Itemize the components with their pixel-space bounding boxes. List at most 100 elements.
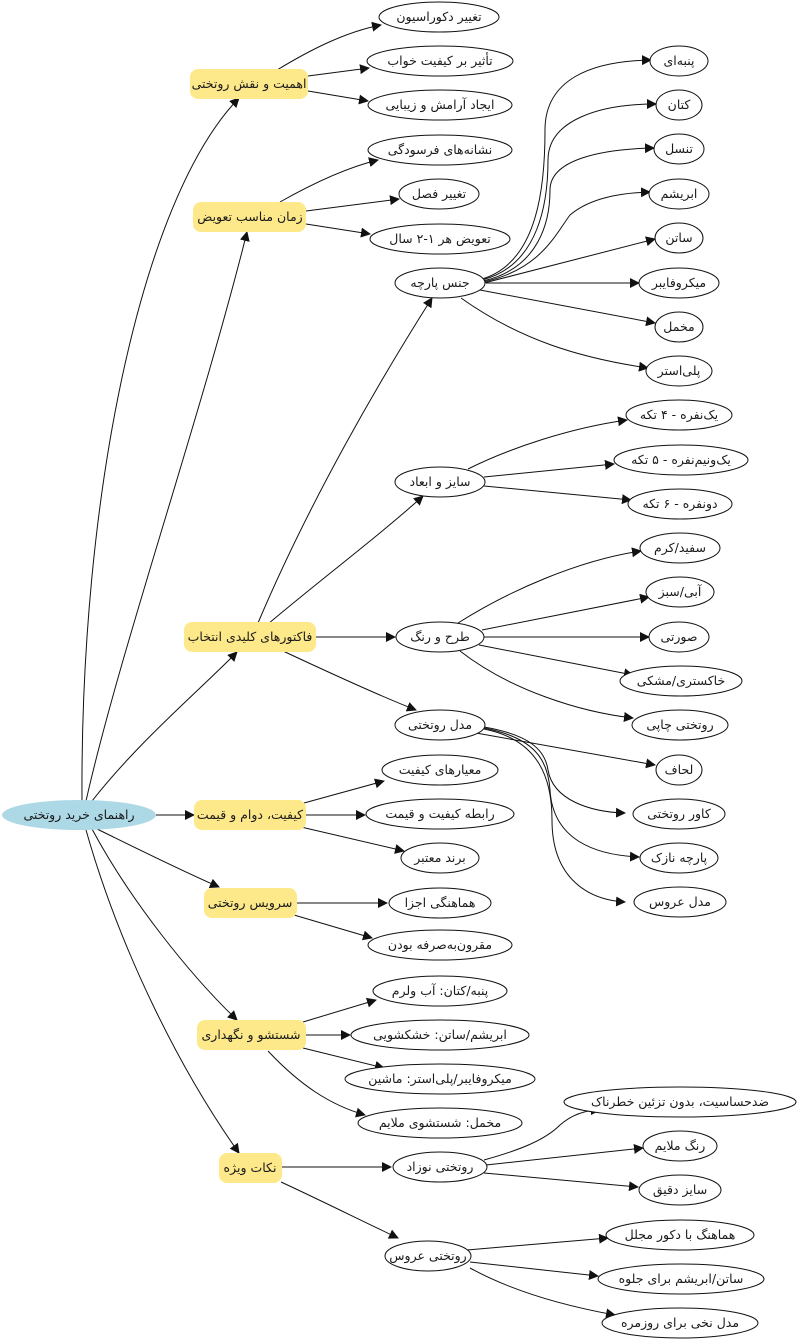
svg-text:سفید/کرم: سفید/کرم	[654, 540, 706, 556]
edge-fabric-poly	[460, 297, 649, 372]
edge-newborn-softcolor	[485, 1143, 644, 1166]
edge-importance-sleep	[307, 64, 370, 77]
svg-text:ضدحساسیت، بدون تزئین خطرناک: ضدحساسیت، بدون تزئین خطرناک	[591, 1094, 769, 1110]
node-pattern-color: طرح و رنگ	[395, 621, 485, 653]
node-printed: روتختی چاپی	[631, 709, 729, 741]
svg-text:میکروفایبر: میکروفایبر	[651, 275, 706, 291]
edge-fabric-tencel	[482, 143, 655, 282]
edge-newborn-exactsize	[483, 1172, 639, 1192]
edge-washing-velvet	[267, 1050, 366, 1118]
svg-text:روتختی چاپی: روتختی چاپی	[646, 717, 713, 733]
node-size: سایز و ابعاد	[394, 466, 486, 498]
edge-bridal-cotton	[469, 1267, 616, 1319]
node-cotton-daily: مدل نخی برای روزمره	[601, 1307, 759, 1339]
edge-pattern-white	[457, 547, 642, 624]
edge-pattern-printed	[459, 650, 634, 722]
svg-text:دونفره - ۶ تکه: دونفره - ۶ تکه	[642, 496, 717, 512]
node-wash-cotton: پنبه/کتان: آب ولرم	[372, 975, 508, 1007]
edge-fabric-linen	[481, 99, 657, 281]
node-wash-velvet: مخمل: شستشوی ملایم	[357, 1107, 523, 1139]
edge-size-double	[483, 485, 632, 505]
edge-quality-criteria	[303, 778, 385, 804]
node-silk: ابریشم	[648, 178, 710, 210]
node-calm-beauty: ایجاد آرامش و زیبایی	[367, 89, 513, 121]
svg-text:معیارهای کیفیت: معیارهای کیفیت	[399, 762, 482, 778]
svg-text:رنگ ملایم: رنگ ملایم	[655, 1138, 706, 1154]
svg-text:ابریشم: ابریشم	[661, 186, 698, 202]
svg-text:تنسل: تنسل	[665, 141, 693, 156]
edge-tips-bridal	[280, 1181, 399, 1239]
category-washing: شستشو و نگهداری	[197, 1020, 306, 1050]
edge-washing-cotton	[302, 997, 377, 1023]
edge-factors-fabric	[257, 297, 433, 624]
edge-fabric-cotton	[481, 55, 652, 280]
edge-replace-season	[305, 195, 400, 212]
node-antiallergy: ضدحساسیت، بدون تزئین خطرناک	[563, 1086, 797, 1118]
edge-model-cover	[483, 726, 626, 818]
node-quilt: لحاف	[655, 754, 703, 786]
node-decor-change: تغییر دکوراسیون	[378, 1, 500, 33]
node-newborn: روتختی نوزاد	[392, 1151, 488, 1183]
svg-text:کاور روتختی: کاور روتختی	[647, 806, 711, 822]
edge-importance-calm	[307, 90, 369, 105]
edge-importance-decor	[276, 21, 382, 71]
svg-text:هماهنگ با دکور مجلل: هماهنگ با دکور مجلل	[625, 1227, 736, 1243]
svg-text:تغییر دکوراسیون: تغییر دکوراسیون	[396, 9, 482, 25]
node-season-change: تغییر فصل	[398, 178, 480, 210]
svg-text:ابریشم/ساتن: خشکشویی: ابریشم/ساتن: خشکشویی	[373, 1027, 507, 1043]
svg-text:ساتن/ابریشم برای جلوه: ساتن/ابریشم برای جلوه	[619, 1271, 744, 1287]
edge-replace-wear	[279, 157, 379, 203]
svg-text:نشانه‌های فرسودگی: نشانه‌های فرسودگی	[388, 142, 493, 158]
node-exact-size: سایز دقیق	[638, 1174, 722, 1206]
svg-text:مدل نخی برای روزمره: مدل نخی برای روزمره	[621, 1315, 739, 1331]
node-soft-color: رنگ ملایم	[642, 1130, 718, 1162]
svg-text:تغییر فصل: تغییر فصل	[412, 186, 467, 202]
node-replace-years: تعویض هر ۱-۲ سال	[369, 223, 511, 255]
svg-text:روتختی عروس: روتختی عروس	[389, 1248, 466, 1264]
node-tencel: تنسل	[653, 133, 705, 165]
svg-text:تأثیر بر کیفیت خواب: تأثیر بر کیفیت خواب	[387, 52, 493, 69]
node-sleep-quality: تأثیر بر کیفیت خواب	[366, 45, 514, 77]
svg-text:مدل عروس: مدل عروس	[649, 894, 711, 910]
edge-factors-model	[282, 650, 417, 712]
svg-text:برند معتبر: برند معتبر	[413, 850, 466, 866]
svg-text:کتان: کتان	[668, 97, 691, 112]
edge-model-quilt	[475, 732, 656, 769]
edge-bridal-decor	[466, 1233, 609, 1251]
svg-text:طرح و رنگ: طرح و رنگ	[410, 629, 470, 645]
node-linen: کتان	[655, 89, 703, 121]
category-label: زمان مناسب تعویض	[197, 209, 302, 225]
leaf-nodes: تغییر دکوراسیون تأثیر بر کیفیت خواب ایجا…	[344, 1, 797, 1339]
node-fabric: جنس پارچه	[394, 267, 486, 299]
root-label: راهنمای خرید روتختی	[23, 807, 134, 823]
node-bridal-model: مدل عروس	[633, 886, 727, 918]
category-key-factors: فاکتورهای کلیدی انتخاب	[184, 622, 316, 652]
node-white-cream: سفید/کرم	[639, 532, 721, 564]
root-node: راهنمای خرید روتختی	[2, 800, 156, 830]
svg-text:سایز دقیق: سایز دقیق	[653, 1182, 707, 1198]
svg-text:مقرون‌به‌صرفه بودن: مقرون‌به‌صرفه بودن	[388, 937, 492, 953]
svg-text:صورتی: صورتی	[660, 629, 697, 645]
edge-pattern-blue	[481, 593, 650, 631]
category-replace-time: زمان مناسب تعویض	[193, 202, 306, 232]
edges	[81, 21, 657, 1319]
node-blue-green: آبی/سبز	[645, 576, 715, 608]
node-cost-effective: مقرون‌به‌صرفه بودن	[367, 929, 513, 961]
node-cover: کاور روتختی	[632, 798, 726, 830]
edge-service-cost	[293, 914, 373, 941]
node-satin: ساتن	[654, 222, 704, 254]
edge-bridal-satin	[469, 1261, 599, 1280]
edge-model-bridal	[483, 728, 626, 907]
svg-text:ساتن: ساتن	[665, 230, 692, 246]
svg-text:خاکستری/مشکی: خاکستری/مشکی	[637, 673, 725, 689]
edge-size-onehalf	[483, 459, 615, 478]
edge-fabric-silk	[482, 187, 651, 283]
edge-fabric-velvet	[479, 289, 656, 327]
svg-text:آبی/سبز: آبی/سبز	[658, 584, 702, 600]
node-match-decor: هماهنگ با دکور مجلل	[605, 1219, 755, 1251]
node-onehalf-5: یک‌ونیم‌نفره - ۵ تکه	[613, 444, 749, 476]
edge-model-thin	[483, 727, 640, 862]
node-pink: صورتی	[648, 621, 710, 653]
edge-factors-size	[267, 495, 424, 625]
svg-text:روتختی نوزاد: روتختی نوزاد	[407, 1159, 474, 1175]
